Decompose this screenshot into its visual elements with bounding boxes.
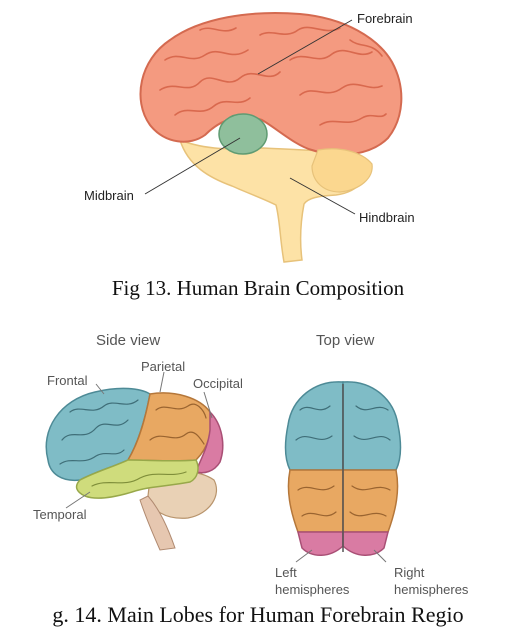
side-view-gyri <box>59 399 139 465</box>
temporal-leader-line <box>65 491 91 509</box>
left-hemisphere-label-line1: Left <box>275 565 297 580</box>
figure-13: Forebrain Midbrain Hindbrain Fig 13. Hum… <box>0 0 516 300</box>
parietal-label: Parietal <box>141 359 186 374</box>
midbrain-leader-line <box>144 137 241 195</box>
figure-14-caption: g. 14. Main Lobes for Human Forebrain Re… <box>52 602 464 627</box>
occipital-leader-line <box>203 391 213 419</box>
top-parietal-gyri <box>297 485 391 517</box>
left-hemisphere-leader-line <box>295 549 313 563</box>
right-hemisphere-leader-line <box>373 549 387 563</box>
hindbrain-label: Hindbrain <box>359 210 415 225</box>
top-occipital-right <box>342 531 389 556</box>
right-hemisphere-label: Right hemispheres <box>394 564 468 598</box>
top-frontal-left <box>284 381 344 471</box>
left-hemisphere-label: Left hemispheres <box>275 564 349 598</box>
right-hemisphere-label-line2: hemispheres <box>394 582 469 597</box>
frontal-label: Frontal <box>47 373 88 388</box>
side-view-brain <box>45 371 224 551</box>
side-brainstem <box>139 495 176 551</box>
top-frontal-gyri <box>295 405 391 441</box>
temporal-label: Temporal <box>33 507 87 522</box>
brain-composition-illustration <box>139 12 403 263</box>
frontal-leader-line <box>95 383 105 395</box>
midbrain-region <box>218 113 268 155</box>
side-view-title: Side view <box>96 332 161 349</box>
top-parietal-left <box>287 469 344 533</box>
top-occipital-left <box>297 531 344 556</box>
forebrain-gyri <box>159 26 387 126</box>
top-frontal-right <box>342 381 402 471</box>
occipital-label: Occipital <box>193 376 243 391</box>
side-temporal-gyri <box>91 471 187 487</box>
cerebellum-region <box>311 148 373 193</box>
midbrain-label: Midbrain <box>84 188 134 203</box>
forebrain-region <box>139 12 403 156</box>
forebrain-label: Forebrain <box>357 11 413 26</box>
hindbrain-leader-line <box>289 177 356 215</box>
brain-lobes-illustration <box>45 371 402 563</box>
figure-13-caption: Fig 13. Human Brain Composition <box>111 276 405 300</box>
top-parietal-right <box>342 469 399 533</box>
top-view-title: Top view <box>316 332 375 349</box>
top-view-brain <box>284 381 402 563</box>
parietal-leader-line <box>159 371 165 393</box>
forebrain-leader-line <box>257 19 353 75</box>
figure-14: Side view Top view Frontal Parietal Occi… <box>0 300 516 628</box>
right-hemisphere-label-line1: Right <box>394 565 425 580</box>
left-hemisphere-label-line2: hemispheres <box>275 582 350 597</box>
side-parietal-gyri <box>149 403 207 445</box>
side-occipital-lobe <box>195 410 224 474</box>
